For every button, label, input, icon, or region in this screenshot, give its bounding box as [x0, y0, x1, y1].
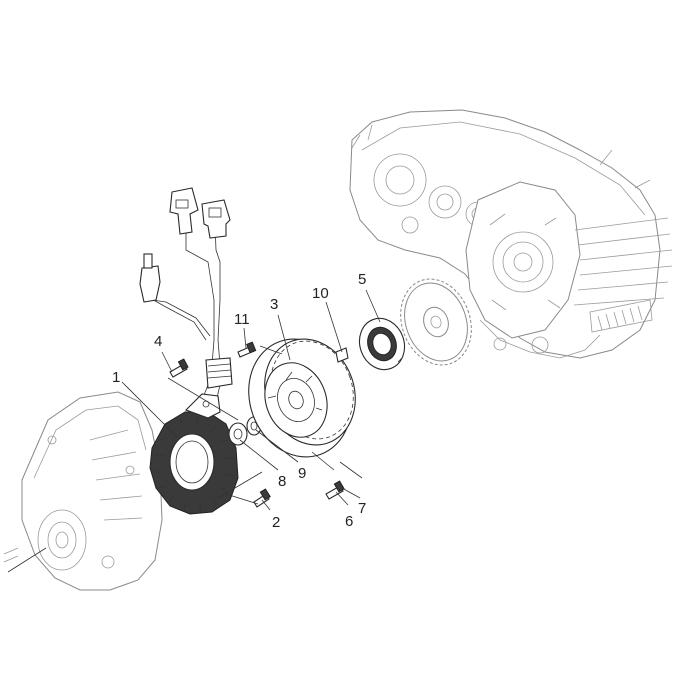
screw-6 [325, 480, 345, 500]
screw-2 [253, 488, 271, 508]
callout-10: 10 [312, 285, 329, 302]
nut-8 [228, 422, 248, 446]
wiring-harness [139, 187, 233, 411]
callout-11: 11 [234, 311, 250, 328]
callout-5: 5 [358, 271, 366, 288]
leader-lines [7, 289, 381, 573]
callout-4: 4 [154, 333, 162, 350]
callout-9: 9 [298, 465, 306, 482]
callout-1: 1 [112, 369, 120, 386]
callout-3: 3 [270, 296, 278, 313]
key-10 [335, 347, 349, 363]
screw-11 [237, 341, 257, 358]
callout-labels: 1 2 3 4 5 6 7 8 9 10 11 [112, 271, 366, 531]
callout-2: 2 [272, 514, 280, 531]
callout-6: 6 [345, 513, 353, 530]
starter-ring-gear [400, 278, 472, 366]
screw-4 [169, 358, 189, 378]
flywheel-cover [3, 391, 163, 591]
callout-7: 7 [358, 500, 366, 517]
engine-crankcase [349, 109, 673, 359]
freewheel-clutch [358, 317, 406, 371]
flywheel-rotor [248, 338, 356, 458]
callout-8: 8 [278, 473, 286, 490]
